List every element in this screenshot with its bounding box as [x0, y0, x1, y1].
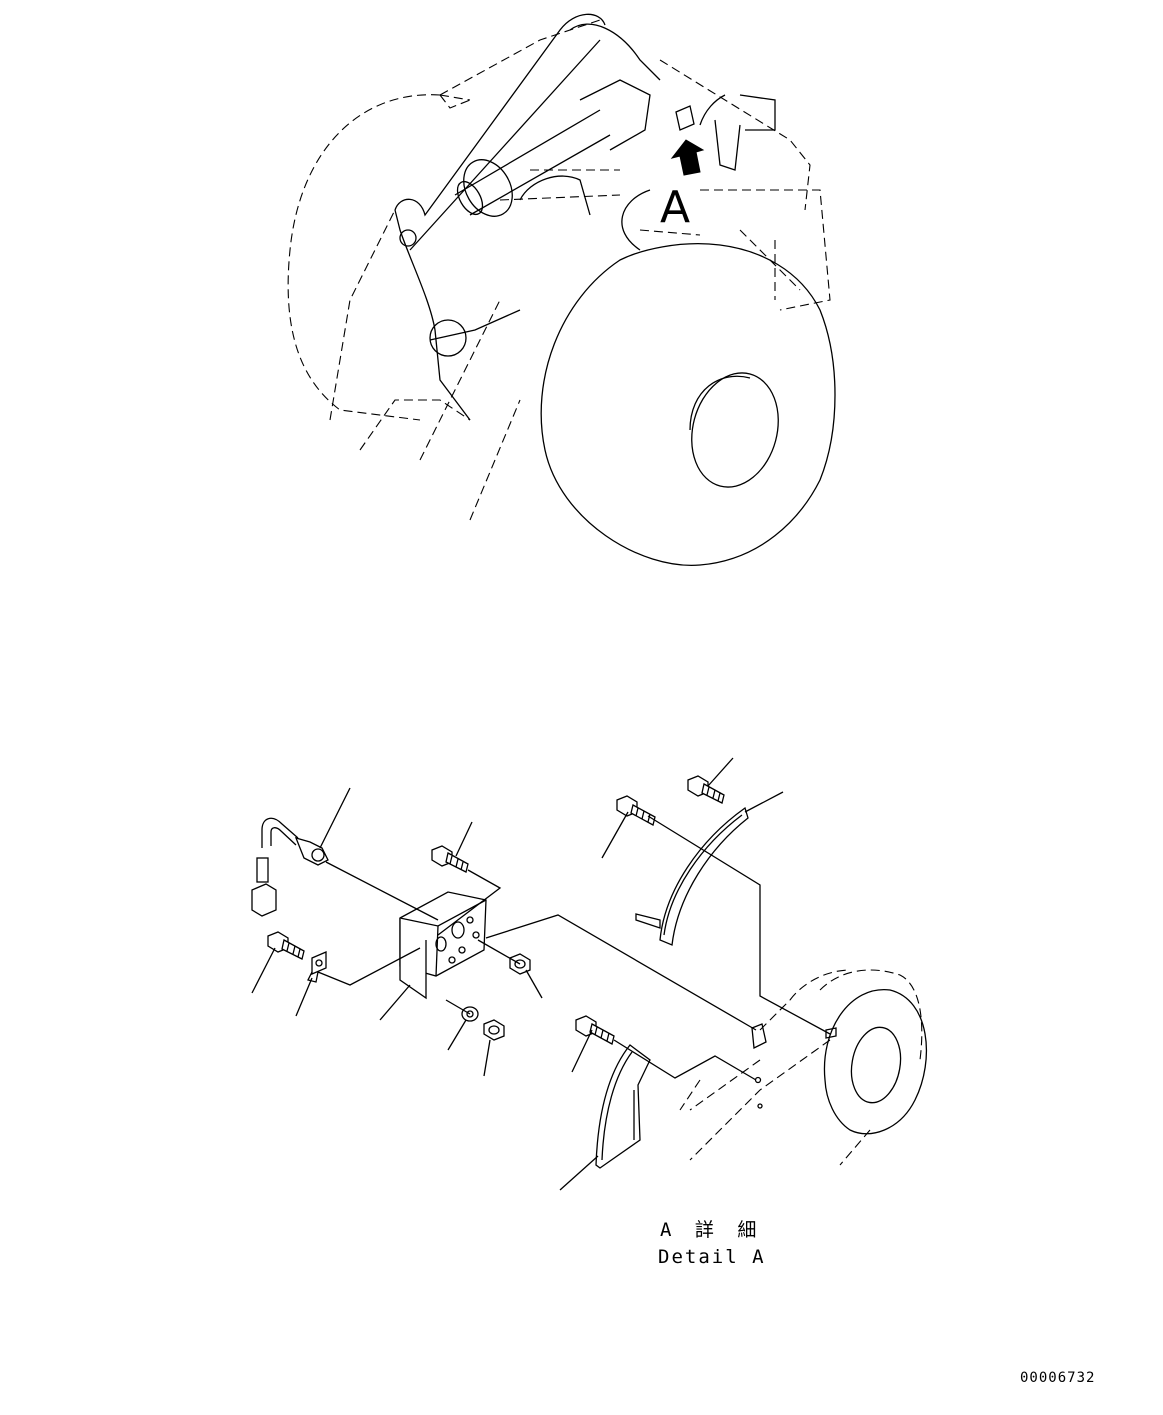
bolt-top-right	[687, 775, 725, 804]
bolt-lower-right	[575, 1015, 615, 1045]
lift-arm	[394, 13, 661, 421]
view-label-a: A	[660, 182, 690, 233]
bolt-upper-center	[431, 845, 469, 873]
assembly-lines	[317, 815, 831, 1081]
detail-caption-jp: A 詳 細	[660, 1219, 762, 1241]
lower-guard-plate	[595, 1044, 651, 1169]
left-wheel	[287, 94, 471, 421]
nut-lower	[483, 1019, 505, 1041]
front-wheel	[540, 189, 836, 566]
hydraulic-cylinder	[454, 79, 651, 217]
sensor-location	[675, 94, 776, 171]
frame-outline	[329, 19, 831, 521]
machine-overview: A	[287, 13, 836, 566]
detail-machine-context	[679, 969, 928, 1166]
view-arrow-icon	[670, 139, 705, 176]
upper-guard-plate	[635, 806, 749, 946]
clip	[307, 951, 327, 983]
pressure-sensor	[251, 817, 329, 917]
bolt-left	[267, 931, 305, 960]
bolt-mid-right	[616, 795, 656, 826]
detail-caption-en: Detail A	[658, 1246, 766, 1268]
leader-lines	[251, 757, 784, 1191]
detail-a-drawing: A 詳 細 Detail A	[251, 757, 928, 1268]
drawing-number: 00006732	[1020, 1370, 1095, 1386]
sensor-bracket	[399, 891, 487, 1000]
